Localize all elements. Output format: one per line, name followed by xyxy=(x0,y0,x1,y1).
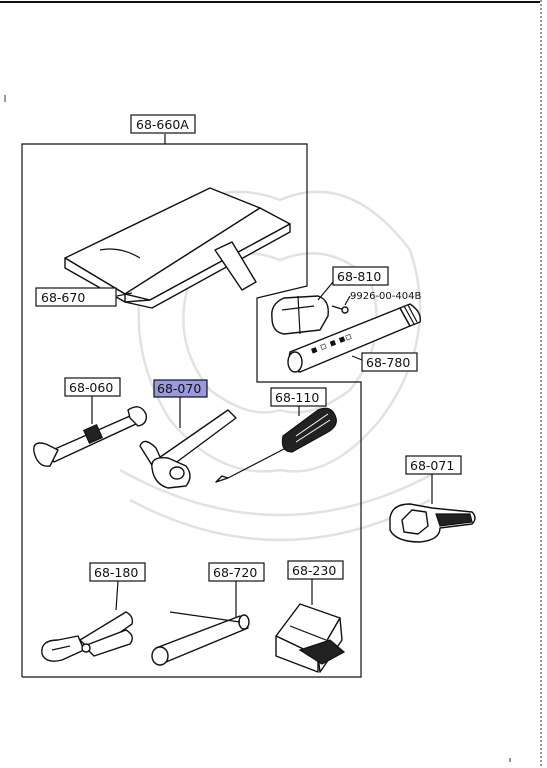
screwdriver-illustration xyxy=(215,407,337,483)
l-wrench-illustration xyxy=(139,409,237,489)
screw-illustration xyxy=(331,305,349,314)
label-ring-wrench[interactable]: 68-071 xyxy=(405,455,462,475)
label-tool-bag-text: 68-670 xyxy=(41,290,85,305)
label-wheel-chock-text: 68-230 xyxy=(292,563,336,578)
group-bracket xyxy=(21,134,362,678)
label-screw-text[interactable]: 9926-00-404B xyxy=(350,291,421,302)
pliers-illustration xyxy=(41,611,134,662)
label-pliers[interactable]: 68-180 xyxy=(89,562,146,582)
label-ring-wrench-text: 68-071 xyxy=(410,458,454,473)
label-double-end-wrench-text: 68-060 xyxy=(69,380,113,395)
label-l-wrench[interactable]: 68-070 xyxy=(153,379,208,398)
clip-illustration xyxy=(271,295,329,335)
label-screwdriver-text: 68-110 xyxy=(275,390,319,405)
label-wheel-chock[interactable]: 68-230 xyxy=(287,560,344,580)
label-pliers-text: 68-180 xyxy=(94,565,138,580)
box-wrench-illustration xyxy=(151,611,250,666)
label-group-text: 68-660A xyxy=(136,117,189,132)
label-grease-tube-text: 68-780 xyxy=(366,355,410,370)
label-grease-tube[interactable]: 68-780 xyxy=(361,352,418,372)
label-tool-bag[interactable]: 68-670 xyxy=(35,287,117,307)
double-end-wrench-illustration xyxy=(33,406,148,467)
label-box-wrench-text: 68-720 xyxy=(213,565,257,580)
label-clip-text: 68-810 xyxy=(337,269,381,284)
label-box-wrench[interactable]: 68-720 xyxy=(208,562,265,582)
label-l-wrench-text: 68-070 xyxy=(157,381,201,396)
label-group-68-660A[interactable]: 68-660A xyxy=(130,114,196,134)
label-clip[interactable]: 68-810 xyxy=(332,266,389,286)
ring-wrench-illustration xyxy=(389,503,476,543)
wheel-chock-illustration xyxy=(275,603,346,673)
label-screwdriver[interactable]: 68-110 xyxy=(270,387,327,407)
label-double-end-wrench[interactable]: 68-060 xyxy=(64,377,121,397)
